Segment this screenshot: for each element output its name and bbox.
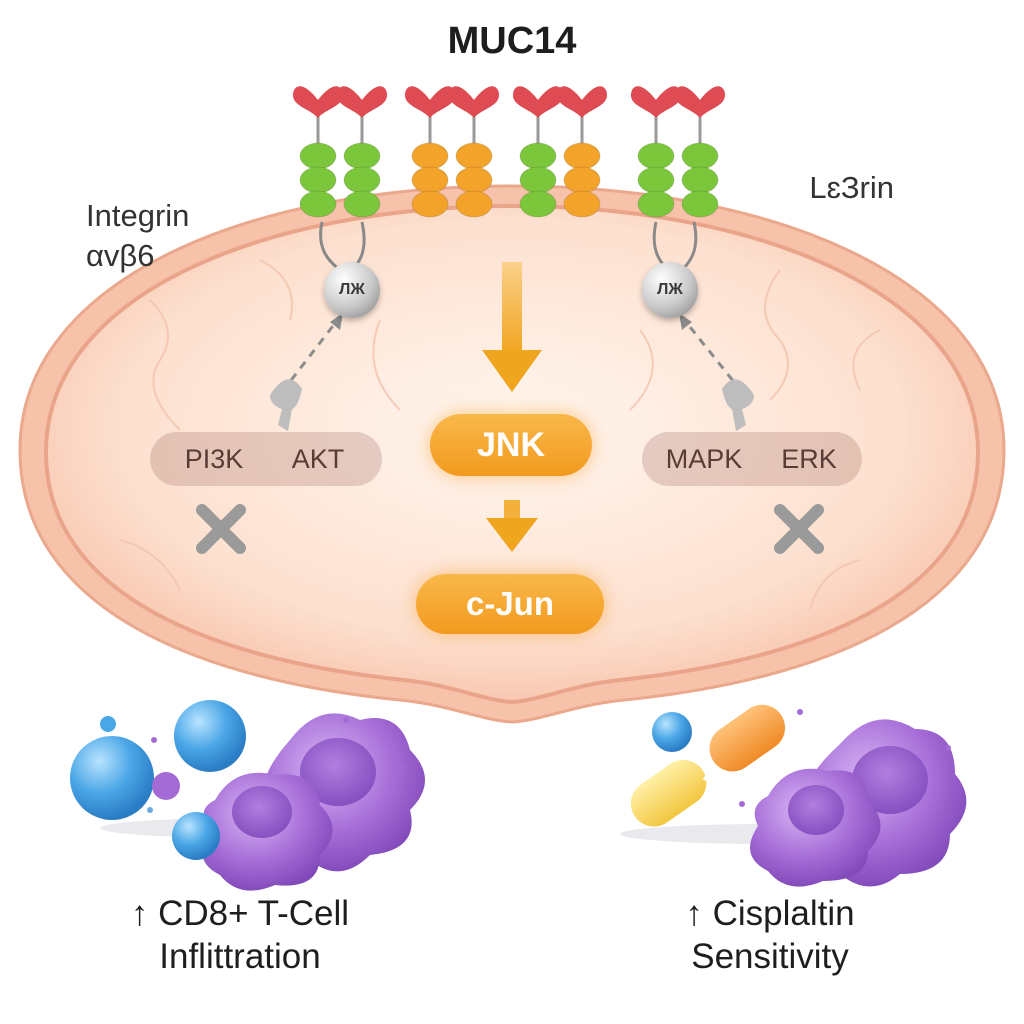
outcome-left-line2: Inflittration [159, 937, 321, 976]
arrow-head-right [679, 313, 692, 330]
outcome-right-line1: ↑ Cisplaltin [685, 894, 855, 933]
receptor [404, 86, 456, 218]
outcome-left-line1: ↑ CD8+ T-Cell [130, 894, 350, 933]
adapter-node-right: ЛЖ [642, 262, 698, 318]
t-cell [172, 812, 220, 860]
cytoskeleton-texture [119, 259, 881, 611]
receptor [674, 86, 726, 218]
receptor-cluster [292, 86, 726, 218]
tumor-cell-small [750, 768, 881, 887]
receptor-label-left: Integrin αvβ6 [86, 196, 189, 276]
outcome-right: ↑ Cisplaltin Sensitivity [600, 892, 940, 978]
kinase-pointer-right [722, 379, 754, 431]
inhibit-mark-right [774, 504, 824, 554]
t-cell [70, 736, 154, 820]
adapter-node-left: ЛЖ [324, 262, 380, 318]
outcome-left: ↑ CD8+ T-Cell Inflittration [60, 892, 420, 978]
receptor-label-left-line2: αvβ6 [86, 238, 155, 273]
receptor [448, 86, 500, 218]
jnk-activation-arrow [482, 262, 542, 392]
pathway-node-jnk: JNK [430, 414, 592, 476]
arrow-head-left [330, 313, 343, 330]
pathway-label-erk: ERK [781, 444, 837, 474]
pathway-label-pi3k: PI3K [184, 444, 244, 474]
receptor [292, 86, 344, 218]
cisplatin-capsule [630, 704, 786, 827]
receptor [630, 86, 682, 218]
receptor [512, 86, 564, 218]
t-cell [652, 712, 692, 752]
t-cell [174, 700, 246, 772]
receptor [556, 86, 608, 218]
tumor-cell-small [202, 772, 333, 891]
pathway-label-mapk: MAPK [665, 444, 743, 474]
diagram-title: MUC14 [447, 20, 577, 62]
immune-infiltration-illustration [70, 700, 425, 891]
cjun-activation-arrow [486, 500, 538, 552]
pathway-label-akt: AKT [291, 444, 345, 474]
inhibit-mark-left [196, 504, 246, 554]
pathway-node-c-jun: c-Jun [416, 574, 604, 634]
receptor-label-left-line1: Integrin [86, 198, 190, 233]
pathway-node-pi3k-akt: PI3K AKT [150, 432, 382, 486]
outcome-right-line2: Sensitivity [691, 937, 849, 976]
kinase-pointer-left [270, 379, 302, 431]
pathway-node-mapk-erk: MAPK ERK [642, 432, 862, 486]
receptor-label-right: LɛЗrin [809, 170, 894, 205]
t-cell [100, 716, 116, 732]
tumor-fragment [152, 772, 180, 800]
drug-sensitivity-illustration [620, 704, 967, 887]
receptor [336, 86, 388, 218]
